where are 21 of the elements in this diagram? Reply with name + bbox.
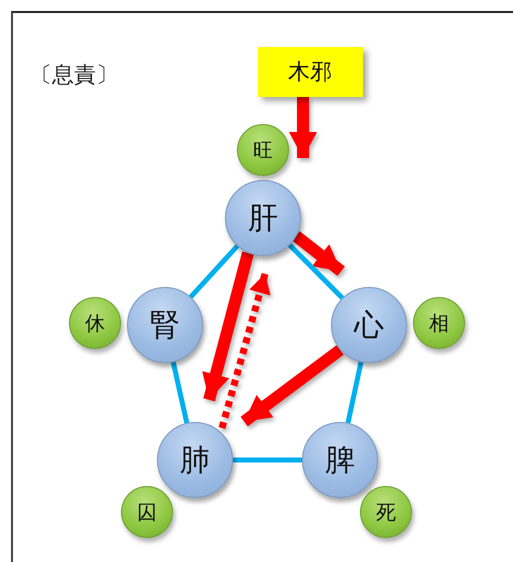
arrow: [292, 231, 345, 276]
state-circle: 相: [413, 297, 465, 349]
state-circle: 囚: [121, 486, 173, 538]
state-circle: 旺: [237, 124, 289, 176]
arrow: [202, 251, 254, 402]
organ-circle: 心: [331, 287, 407, 363]
organ-circle: 脾: [302, 422, 378, 498]
organ-circle: 腎: [127, 287, 203, 363]
arrow: [289, 97, 317, 158]
label-box: 木邪: [258, 47, 362, 97]
connector-line: [288, 243, 344, 300]
connector-line: [346, 362, 364, 424]
title: 〔息責〕: [30, 62, 118, 90]
connector-line: [170, 362, 190, 424]
connector-line: [233, 458, 302, 462]
connector-line: [188, 244, 240, 299]
state-circle: 死: [360, 486, 412, 538]
arrow: [240, 345, 344, 426]
organ-circle: 肝: [225, 180, 301, 256]
organ-circle: 肺: [157, 422, 233, 498]
state-circle: 休: [69, 297, 121, 349]
